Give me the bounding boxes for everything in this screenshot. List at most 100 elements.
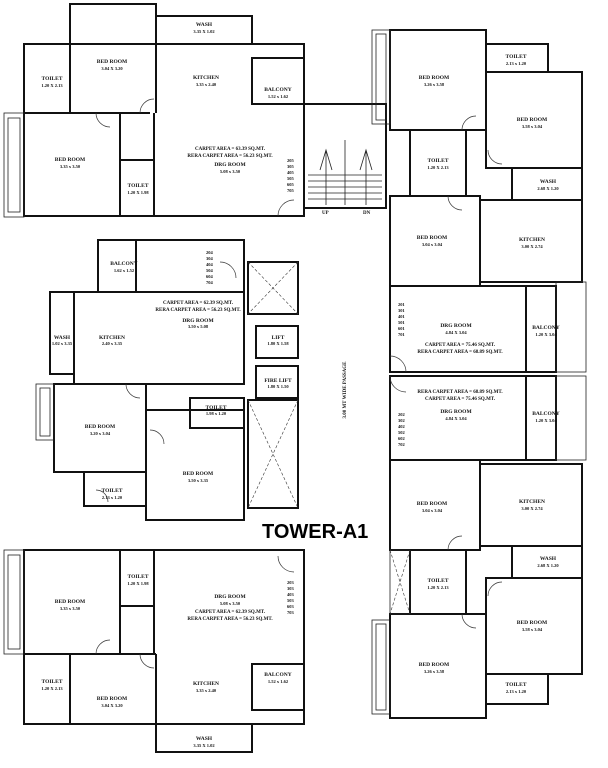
toilet-label: TOILET [506,54,527,60]
toilet-label: TOILET [42,679,63,685]
svg-text:302: 302 [398,418,406,423]
bedroom-dim: 3.04 X 3.20 [101,703,123,708]
bedroom-label: BED ROOM [517,117,548,123]
svg-text:305: 305 [287,164,295,169]
toilet-dim: 1.20 X 1.98 [127,581,149,586]
kitchen-dim: 2.40 x 3.35 [102,341,123,346]
unit-top-right: TOILET 2.13 x 1.20 BED ROOM 3.26 x 3.58 … [371,29,587,373]
svg-text:201: 201 [398,302,406,307]
bedroom-label: BED ROOM [417,501,448,507]
svg-text:403: 403 [287,592,295,597]
bedroom-label: BED ROOM [417,235,448,241]
bedroom-label: BED ROOM [97,59,128,65]
fire-lift-dim: 1.80 X 1.50 [267,384,289,389]
lift-dim: 1.80 X 1.58 [267,341,289,346]
unit-top-left: WASH 3.35 X 1.02 BED ROOM 3.04 X 3.20 TO… [3,3,305,218]
lift-core: LIFT 1.80 X 1.58 FIRE LIFT 1.80 X 1.50 [247,261,299,509]
bedroom-dim: 3.58 x 3.04 [522,124,543,129]
lift-label: LIFT [272,335,285,341]
svg-text:404: 404 [206,262,214,267]
svg-text:402: 402 [398,424,406,429]
toilet-dim: 1.20 X 1.98 [127,190,149,195]
rera-carpet-area: RERA CARPET AREA = 56.23 SQ.MT. [187,617,273,622]
drawing-room-label: DRG ROOM [182,318,214,324]
toilet-label: TOILET [428,158,449,164]
balcony-dim: 1.52 x 1.62 [268,94,289,99]
toilet-label: TOILET [506,682,527,688]
bedroom-label: BED ROOM [55,599,86,605]
bedroom-dim: 3.04 x 3.04 [422,242,443,247]
balcony-label: BALCONY [532,325,560,331]
wash-label: WASH [196,736,213,742]
svg-text:505: 505 [287,176,295,181]
bedroom-label: BED ROOM [419,75,450,81]
bedroom-label: BED ROOM [97,696,128,702]
rera-carpet-area: RERA CARPET AREA = 56.23 SQ.MT. [187,154,273,159]
svg-text:604: 604 [206,274,214,279]
toilet-dim: 2.13 x 1.20 [506,61,527,66]
svg-text:401: 401 [398,314,406,319]
wash-dim: 2.68 X 1.20 [537,563,559,568]
svg-text:602: 602 [398,436,406,441]
flat-numbers: 203 303 403 503 603 703 [287,580,295,615]
bedroom-dim: 3.04 x 3.04 [422,508,443,513]
kitchen-label: KITCHEN [519,499,545,505]
svg-text:703: 703 [287,610,295,615]
flat-numbers: 202 302 402 502 602 702 [398,412,406,447]
balcony-label: BALCONY [264,672,292,678]
rera-carpet-area: RERA CARPET AREA = 56.23 SQ.MT. [155,308,241,313]
tower-title: TOWER-A1 [262,521,368,543]
svg-text:203: 203 [287,580,295,585]
bedroom-label: BED ROOM [517,620,548,626]
drawing-room-dim: 4.84 X 3.04 [445,416,467,421]
bedroom-dim: 3.04 X 3.20 [101,66,123,71]
kitchen-label: KITCHEN [193,681,219,687]
staircase: UP DN [303,103,387,216]
svg-text:304: 304 [206,256,214,261]
toilet-label: TOILET [42,76,63,82]
drawing-room-label: DRG ROOM [214,162,246,168]
toilet-dim: 1.20 X 2.13 [427,165,449,170]
flat-numbers: 201 301 401 501 601 701 [398,302,406,337]
bedroom-dim: 3.26 x 3.58 [424,82,445,87]
carpet-area: CARPET AREA = 62.39 SQ.MT. [163,301,234,306]
wash-dim: 2.68 X 1.20 [537,186,559,191]
toilet-dim: 2.13 x 1.20 [506,689,527,694]
flat-numbers: 205 305 405 505 605 705 [287,158,295,193]
svg-text:504: 504 [206,268,214,273]
stair-up-label: UP [322,211,329,216]
wash-label: WASH [196,22,213,28]
wash-label: WASH [540,179,557,185]
kitchen-dim: 3.35 x 2.40 [196,688,217,693]
svg-text:605: 605 [287,182,295,187]
svg-text:705: 705 [287,188,295,193]
svg-text:502: 502 [398,430,406,435]
drawing-room-dim: 3.50 x 5.08 [188,324,209,329]
kitchen-dim: 3.00 X 2.74 [521,244,543,249]
toilet-label: TOILET [428,578,449,584]
svg-text:405: 405 [287,170,295,175]
toilet-label: TOILET [102,488,123,494]
wash-label: WASH [540,556,557,562]
rera-carpet-area: RERA CARPET AREA = 68.89 SQ.MT. [417,390,503,395]
drawing-room-dim: 4.84 X 3.04 [445,330,467,335]
unit-bottom-left: TOILET 1.20 X 1.98 BED ROOM 3.35 x 3.50 … [3,549,305,753]
balcony-dim: 1.20 X 3.04 [535,332,557,337]
kitchen-dim: 3.00 X 2.74 [521,506,543,511]
wash-dim: 1.02 x 3.35 [52,341,73,346]
fire-lift-label: FIRE LIFT [264,378,292,384]
svg-text:501: 501 [398,320,406,325]
wash-dim: 3.35 X 1.02 [193,743,215,748]
drawing-room-label: DRG ROOM [440,323,472,329]
bedroom-dim: 3.20 x 3.04 [90,431,111,436]
toilet-dim: 1.20 X 2.13 [41,83,63,88]
svg-text:202: 202 [398,412,406,417]
bedroom-dim: 3.35 x 3.50 [60,606,81,611]
carpet-area: CARPET AREA = 75.46 SQ.MT. [425,343,496,348]
toilet-label: TOILET [128,183,149,189]
bedroom-dim: 3.58 x 3.04 [522,627,543,632]
bedroom-label: BED ROOM [85,424,116,430]
bedroom-label: BED ROOM [183,471,214,477]
svg-text:601: 601 [398,326,406,331]
